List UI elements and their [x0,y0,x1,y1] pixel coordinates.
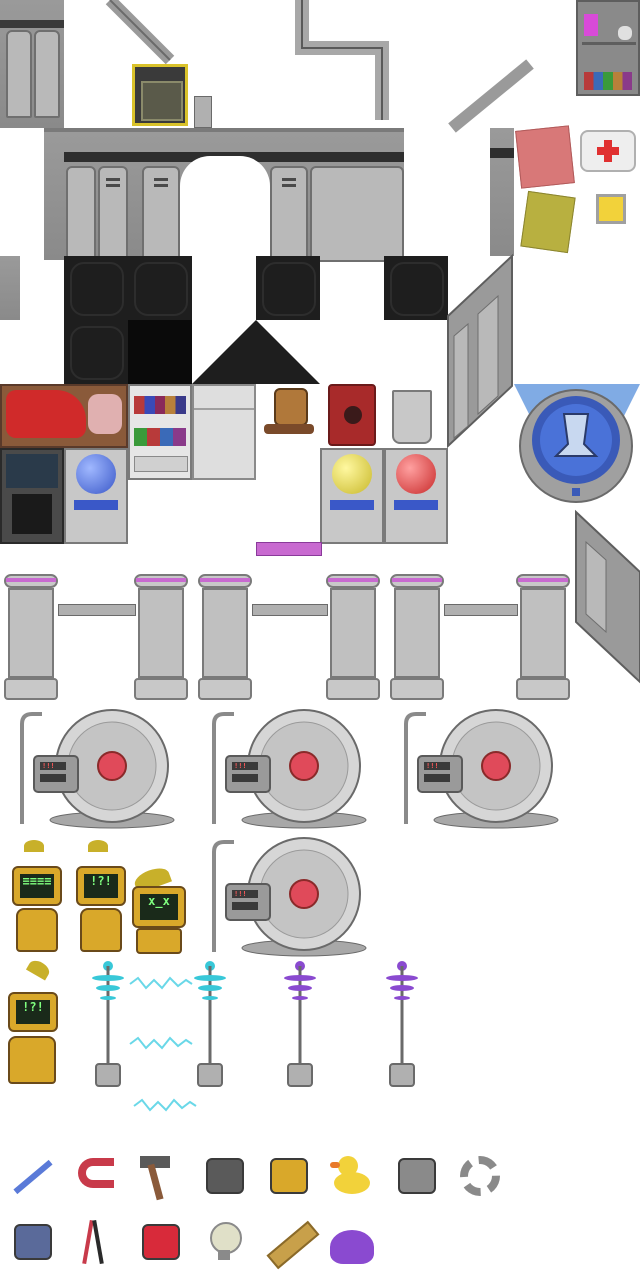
gear-icon[interactable] [454,1150,508,1204]
tesla-coil [386,961,418,1087]
monitor-console[interactable] [0,448,64,544]
goo-tank [390,574,444,700]
plank-icon[interactable] [262,1216,320,1270]
wall-segment-top-left [0,0,64,128]
bed-red-blanket [0,384,128,448]
robot-screen: !?! [84,874,118,898]
floor-tile [384,256,448,320]
wall-diagonal [447,253,513,449]
goo-connector-pipe [252,604,328,616]
goo-pile-icon[interactable] [326,1216,380,1270]
goo-pipe-small [256,542,322,556]
bookshelf [128,384,192,480]
generator-fan[interactable] [12,704,182,832]
magnet-icon[interactable] [70,1150,124,1204]
yellow-orb-machine[interactable] [320,448,384,544]
robot-1[interactable]: ≡≡≡≡ [8,840,64,956]
cabinet [192,384,256,480]
rock-icon[interactable] [6,1216,60,1270]
tesla-coil [92,961,124,1087]
chair-with-bag [262,388,316,446]
red-orb-machine[interactable] [384,448,448,544]
yellow-poster [520,190,576,254]
goo-tank [198,574,252,700]
goo-tank [134,574,188,700]
robot-screen: x_x [140,894,178,920]
robot-3-broken[interactable]: x_x [128,864,190,956]
iv-bag [596,194,626,224]
generator-fan[interactable] [396,704,566,832]
generator-fan[interactable] [204,704,374,832]
teleporter-pad[interactable] [514,384,640,510]
robot-screen: ≡≡≡≡ [20,874,54,898]
floor-tile [256,256,320,320]
robot-2[interactable]: !?! [72,840,128,956]
pipe-stub [194,96,212,128]
wall-segment-main [44,128,404,262]
syringe-icon[interactable] [6,1150,60,1204]
floor-tile-black [128,320,192,384]
scanner-icon[interactable] [262,1150,316,1204]
lightbulb-icon[interactable] [198,1216,252,1270]
goo-connector-pipe [58,604,136,616]
first-aid-kit [580,130,636,172]
fuel-can-icon[interactable] [134,1216,188,1270]
hammer-icon[interactable] [134,1150,188,1204]
radio-icon[interactable] [198,1150,252,1204]
red-barrel-skull [328,384,376,446]
rubber-duck-icon[interactable] [326,1150,380,1204]
doorway [180,156,270,260]
robot-4[interactable]: !?! [2,957,62,1088]
goo-tank [4,574,58,700]
generator-indicator: !!! [234,762,247,770]
tesla-coil [284,961,316,1087]
robot-screen: !?! [16,1000,50,1024]
goo-tank [326,574,380,700]
red-poster [515,125,575,189]
electric-arc [133,1098,197,1112]
floor-ramp [192,320,320,384]
tesla-coil [194,961,226,1087]
generator-fan[interactable] [204,832,374,960]
wall-panel [34,30,60,118]
generator-indicator: !!! [426,762,439,770]
goo-connector-pipe [444,604,518,616]
wall-diagonal-lower [575,509,640,684]
blue-orb-machine[interactable] [64,448,128,544]
pipe-lines [105,0,534,133]
wall-segment-left-edge [0,256,20,320]
goo-tank [516,574,570,700]
wall-segment-right [490,128,514,256]
wires-icon[interactable] [70,1216,124,1270]
bookshelf-with-potions [576,0,640,96]
helmet-icon[interactable] [390,1150,444,1204]
hazard-crate [132,64,188,126]
trash-bin [392,390,432,444]
electric-arc [129,1036,193,1050]
generator-indicator: !!! [42,762,55,770]
generator-indicator: !!! [234,890,247,898]
electric-arc [129,976,193,990]
wall-panel [6,30,32,118]
